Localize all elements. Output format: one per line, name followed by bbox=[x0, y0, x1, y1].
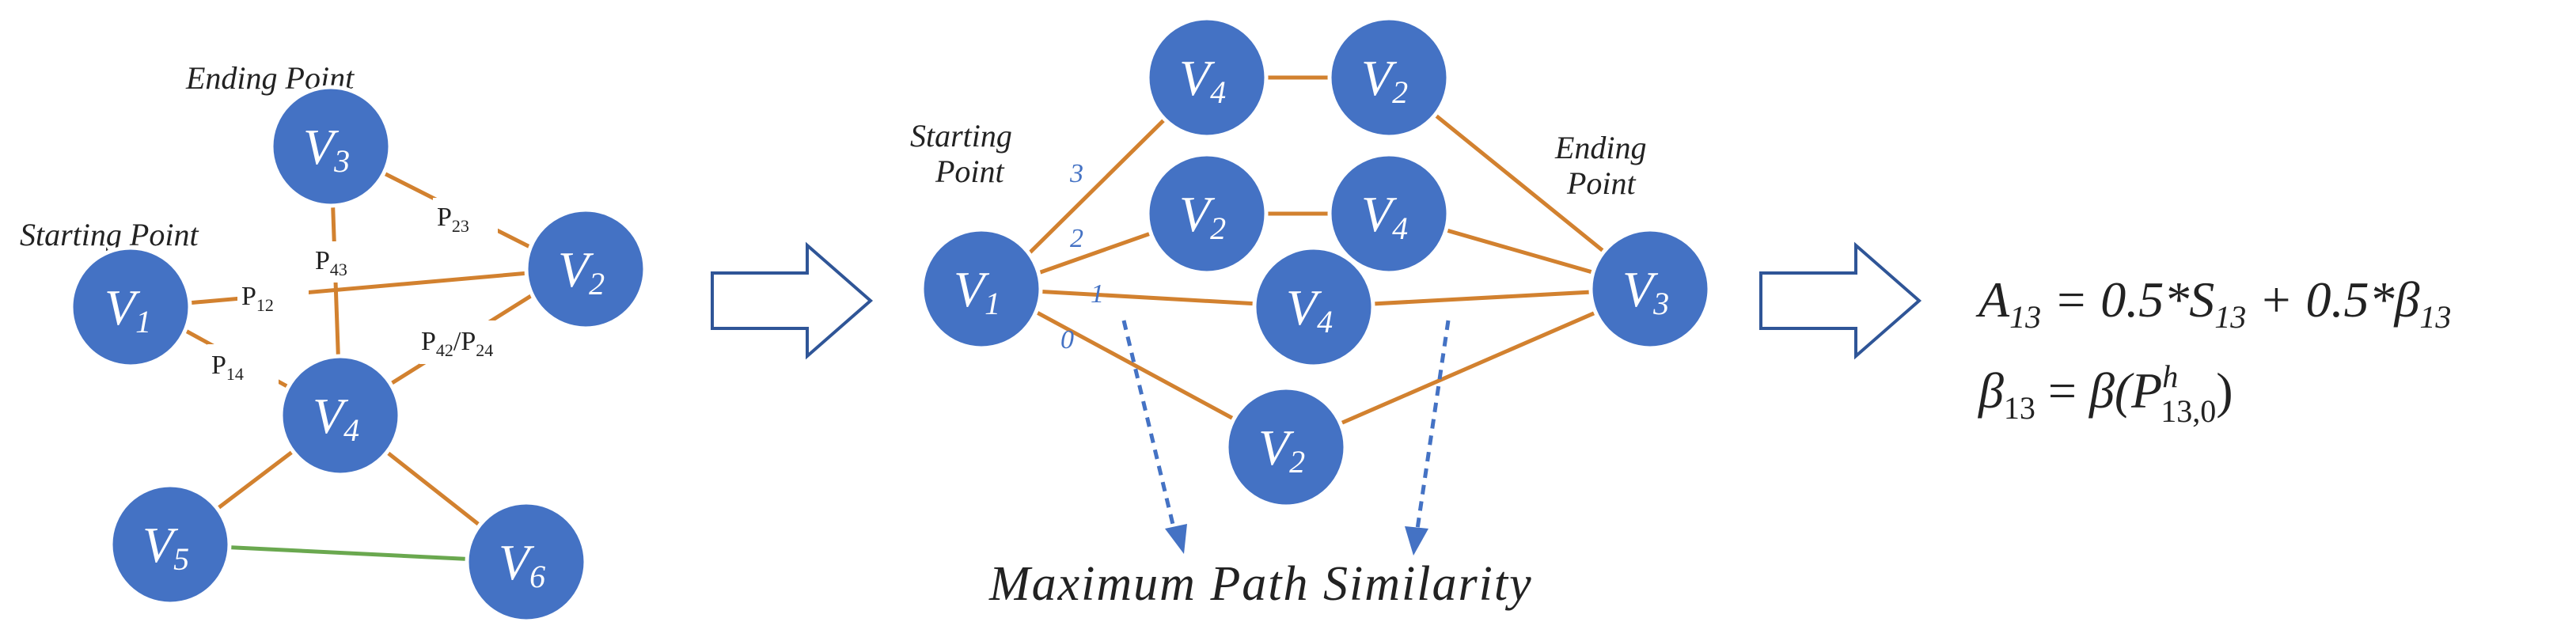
label-bg bbox=[312, 241, 377, 283]
edge-label-p42-p24: P42/P24 bbox=[421, 327, 493, 360]
starting-point-caption-line1: Starting bbox=[910, 118, 1012, 154]
dashed-arrow-left-head bbox=[1165, 524, 1187, 554]
dashed-arrow-right-head bbox=[1405, 526, 1428, 556]
formula-line-1: A13 = 0.5*S13 + 0.5*β13 bbox=[1975, 271, 2451, 335]
svg-text:V3: V3 bbox=[1622, 261, 1669, 321]
node-v6: V6 bbox=[465, 500, 588, 622]
dashed-arrow-right bbox=[1414, 320, 1451, 535]
label-bg bbox=[433, 198, 498, 239]
ending-point-caption-line2: Point bbox=[1566, 165, 1637, 201]
svg-text:V2: V2 bbox=[1361, 50, 1408, 110]
svg-text:V1: V1 bbox=[104, 279, 151, 339]
path-number-2: 2 bbox=[1070, 224, 1083, 253]
node-v4: V4 bbox=[279, 354, 402, 477]
node-v2-path2: V2 bbox=[1145, 152, 1269, 275]
transition-arrow-2 bbox=[1759, 241, 1922, 360]
label-bg bbox=[207, 344, 279, 385]
path-number-1: 1 bbox=[1091, 279, 1104, 309]
graph-2: 3 2 1 0 Starting Point Ending Point V1 V… bbox=[910, 16, 1712, 611]
edge-v1-v2 bbox=[142, 267, 575, 309]
svg-text:V4: V4 bbox=[1179, 50, 1226, 110]
node-v4-path3: V4 bbox=[1145, 16, 1269, 139]
path-number-0: 0 bbox=[1060, 325, 1074, 355]
starting-point-caption: Starting Point bbox=[20, 217, 199, 252]
edge-label-p23: P23 bbox=[437, 203, 469, 236]
node-v1: V1 bbox=[69, 245, 192, 369]
graph-1: P12 P14 P43 P23 P42/P24 Ending Point Sta… bbox=[20, 60, 647, 622]
svg-text:V3: V3 bbox=[303, 119, 350, 179]
ending-point-caption-line1: Ending bbox=[1554, 130, 1647, 165]
node-v3-end: V3 bbox=[1588, 227, 1712, 351]
svg-text:V4: V4 bbox=[1286, 279, 1333, 339]
svg-text:V2: V2 bbox=[1179, 186, 1226, 246]
svg-text:V2: V2 bbox=[558, 241, 605, 302]
path-0-edge-2 bbox=[1285, 286, 1651, 449]
svg-text:V1: V1 bbox=[954, 261, 1000, 321]
svg-text:V5: V5 bbox=[142, 517, 189, 577]
node-v5: V5 bbox=[108, 483, 232, 606]
transition-arrow-1 bbox=[711, 241, 874, 360]
node-v1-start: V1 bbox=[920, 227, 1043, 351]
starting-point-caption-line2: Point bbox=[935, 154, 1005, 189]
node-v2-path3: V2 bbox=[1327, 16, 1451, 139]
svg-text:V2: V2 bbox=[1258, 419, 1305, 480]
node-v2-path0: V2 bbox=[1224, 385, 1348, 509]
svg-text:V4: V4 bbox=[313, 388, 359, 448]
svg-text:V6: V6 bbox=[499, 534, 545, 594]
path-number-3: 3 bbox=[1069, 159, 1083, 188]
maximum-path-similarity-caption: Maximum Path Similarity bbox=[988, 557, 1533, 611]
node-v3: V3 bbox=[269, 85, 393, 208]
node-v4-path2: V4 bbox=[1327, 152, 1451, 275]
edge-label-p12: P12 bbox=[241, 282, 274, 315]
node-v2: V2 bbox=[524, 207, 647, 331]
dashed-arrow-left bbox=[1121, 320, 1178, 535]
node-v4-path1: V4 bbox=[1252, 245, 1375, 369]
svg-text:V4: V4 bbox=[1361, 186, 1408, 246]
edge-label-p14: P14 bbox=[211, 351, 244, 384]
label-bg bbox=[419, 320, 538, 364]
edge-label-p43: P43 bbox=[315, 246, 347, 279]
label-bg bbox=[237, 273, 309, 314]
